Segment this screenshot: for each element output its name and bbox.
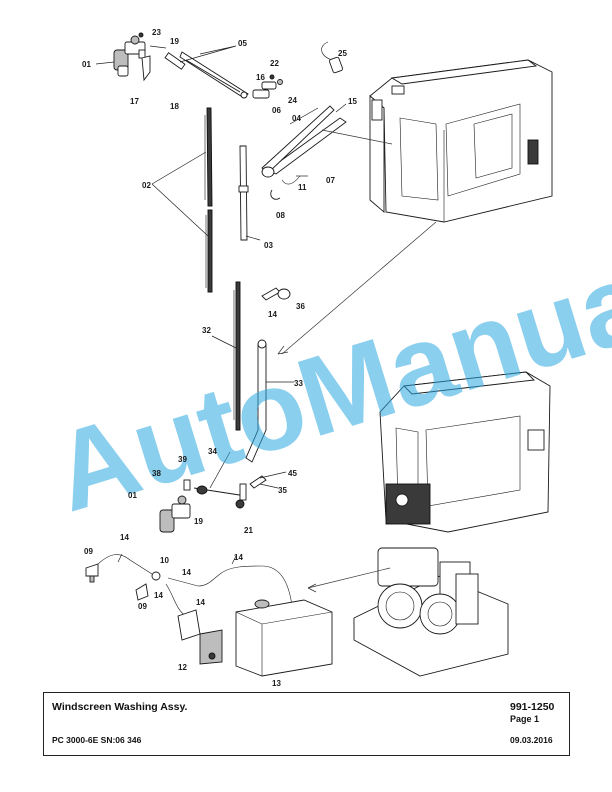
callout-36: 36 [296,302,305,311]
callout-33: 33 [294,379,303,388]
callout-14-a: 14 [120,533,129,542]
callout-18: 18 [170,102,179,111]
callout-14-b: 14 [234,553,243,562]
callout-24: 24 [288,96,297,105]
callout-08: 08 [276,211,285,220]
wiper-blade-02-lower [205,209,213,293]
callout-17: 17 [130,97,139,106]
callout-09-left: 09 [84,547,93,556]
callout-15: 15 [348,97,357,106]
callout-02: 02 [142,181,151,190]
wiper-motor-top [113,32,146,77]
machine-model: PC 3000-6E SN:06 346 [52,735,142,745]
wiper-blade-32 [233,281,241,431]
washer-pump-12 [177,609,223,665]
engine-assembly [353,547,509,677]
callout-05: 05 [238,39,247,48]
callout-14-e: 14 [196,598,205,607]
wiper-motor-bottom [159,495,191,533]
callout-35: 35 [278,486,287,495]
callout-07: 07 [326,176,335,185]
washer-tank-13 [235,599,333,677]
callout-13: 13 [272,679,281,688]
callout-19-bottom: 19 [194,517,203,526]
callout-23: 23 [152,28,161,37]
callout-16: 16 [256,73,265,82]
callout-45: 45 [288,469,297,478]
callout-34: 34 [208,447,217,456]
callout-21: 21 [244,526,253,535]
page-number: Page 1 [510,714,540,724]
callout-01: 01 [82,60,91,69]
callout-14-top: 14 [268,310,277,319]
callout-22: 22 [270,59,279,68]
revision-date: 09.03.2016 [510,735,553,745]
leader-lines [95,45,437,593]
callout-14-d: 14 [154,591,163,600]
callout-38: 38 [152,469,161,478]
wiper-arm-33 [245,339,267,463]
pivot-bracket-06 [252,74,283,99]
bracket-17-18 [141,52,186,82]
callout-14-c: 14 [182,568,191,577]
callout-11: 11 [298,183,307,192]
callout-06: 06 [272,106,281,115]
tee-connector-10 [135,571,161,601]
callout-10: 10 [160,556,169,565]
callout-01-bottom: 01 [128,491,137,500]
diagram-title: Windscreen Washing Assy. [52,701,188,713]
cab-top-right [369,59,553,223]
part-number: 991-1250 [510,701,555,713]
washer-nozzle-25 [321,41,343,74]
callout-03: 03 [264,241,273,250]
callout-12: 12 [178,663,187,672]
wiper-arm-03 [238,145,249,241]
callout-25: 25 [338,49,347,58]
callout-32: 32 [202,326,211,335]
nozzle-09-left [85,563,99,583]
callout-04: 04 [292,114,301,123]
callout-19: 19 [170,37,179,46]
wiper-arm-04 [261,105,347,200]
wiper-blade-02-upper [204,107,213,207]
title-block: Windscreen Washing Assy. 991-1250 Page 1… [43,692,570,756]
callout-09-bottom: 09 [138,602,147,611]
callouts: 01 23 19 05 17 18 22 16 24 06 25 15 04 0… [82,28,357,688]
nozzle-36 [261,287,291,301]
cab-bottom-right [379,371,551,533]
callout-39: 39 [178,455,187,464]
linkage-34 [183,475,267,509]
wiper-linkage-05 [179,51,249,99]
